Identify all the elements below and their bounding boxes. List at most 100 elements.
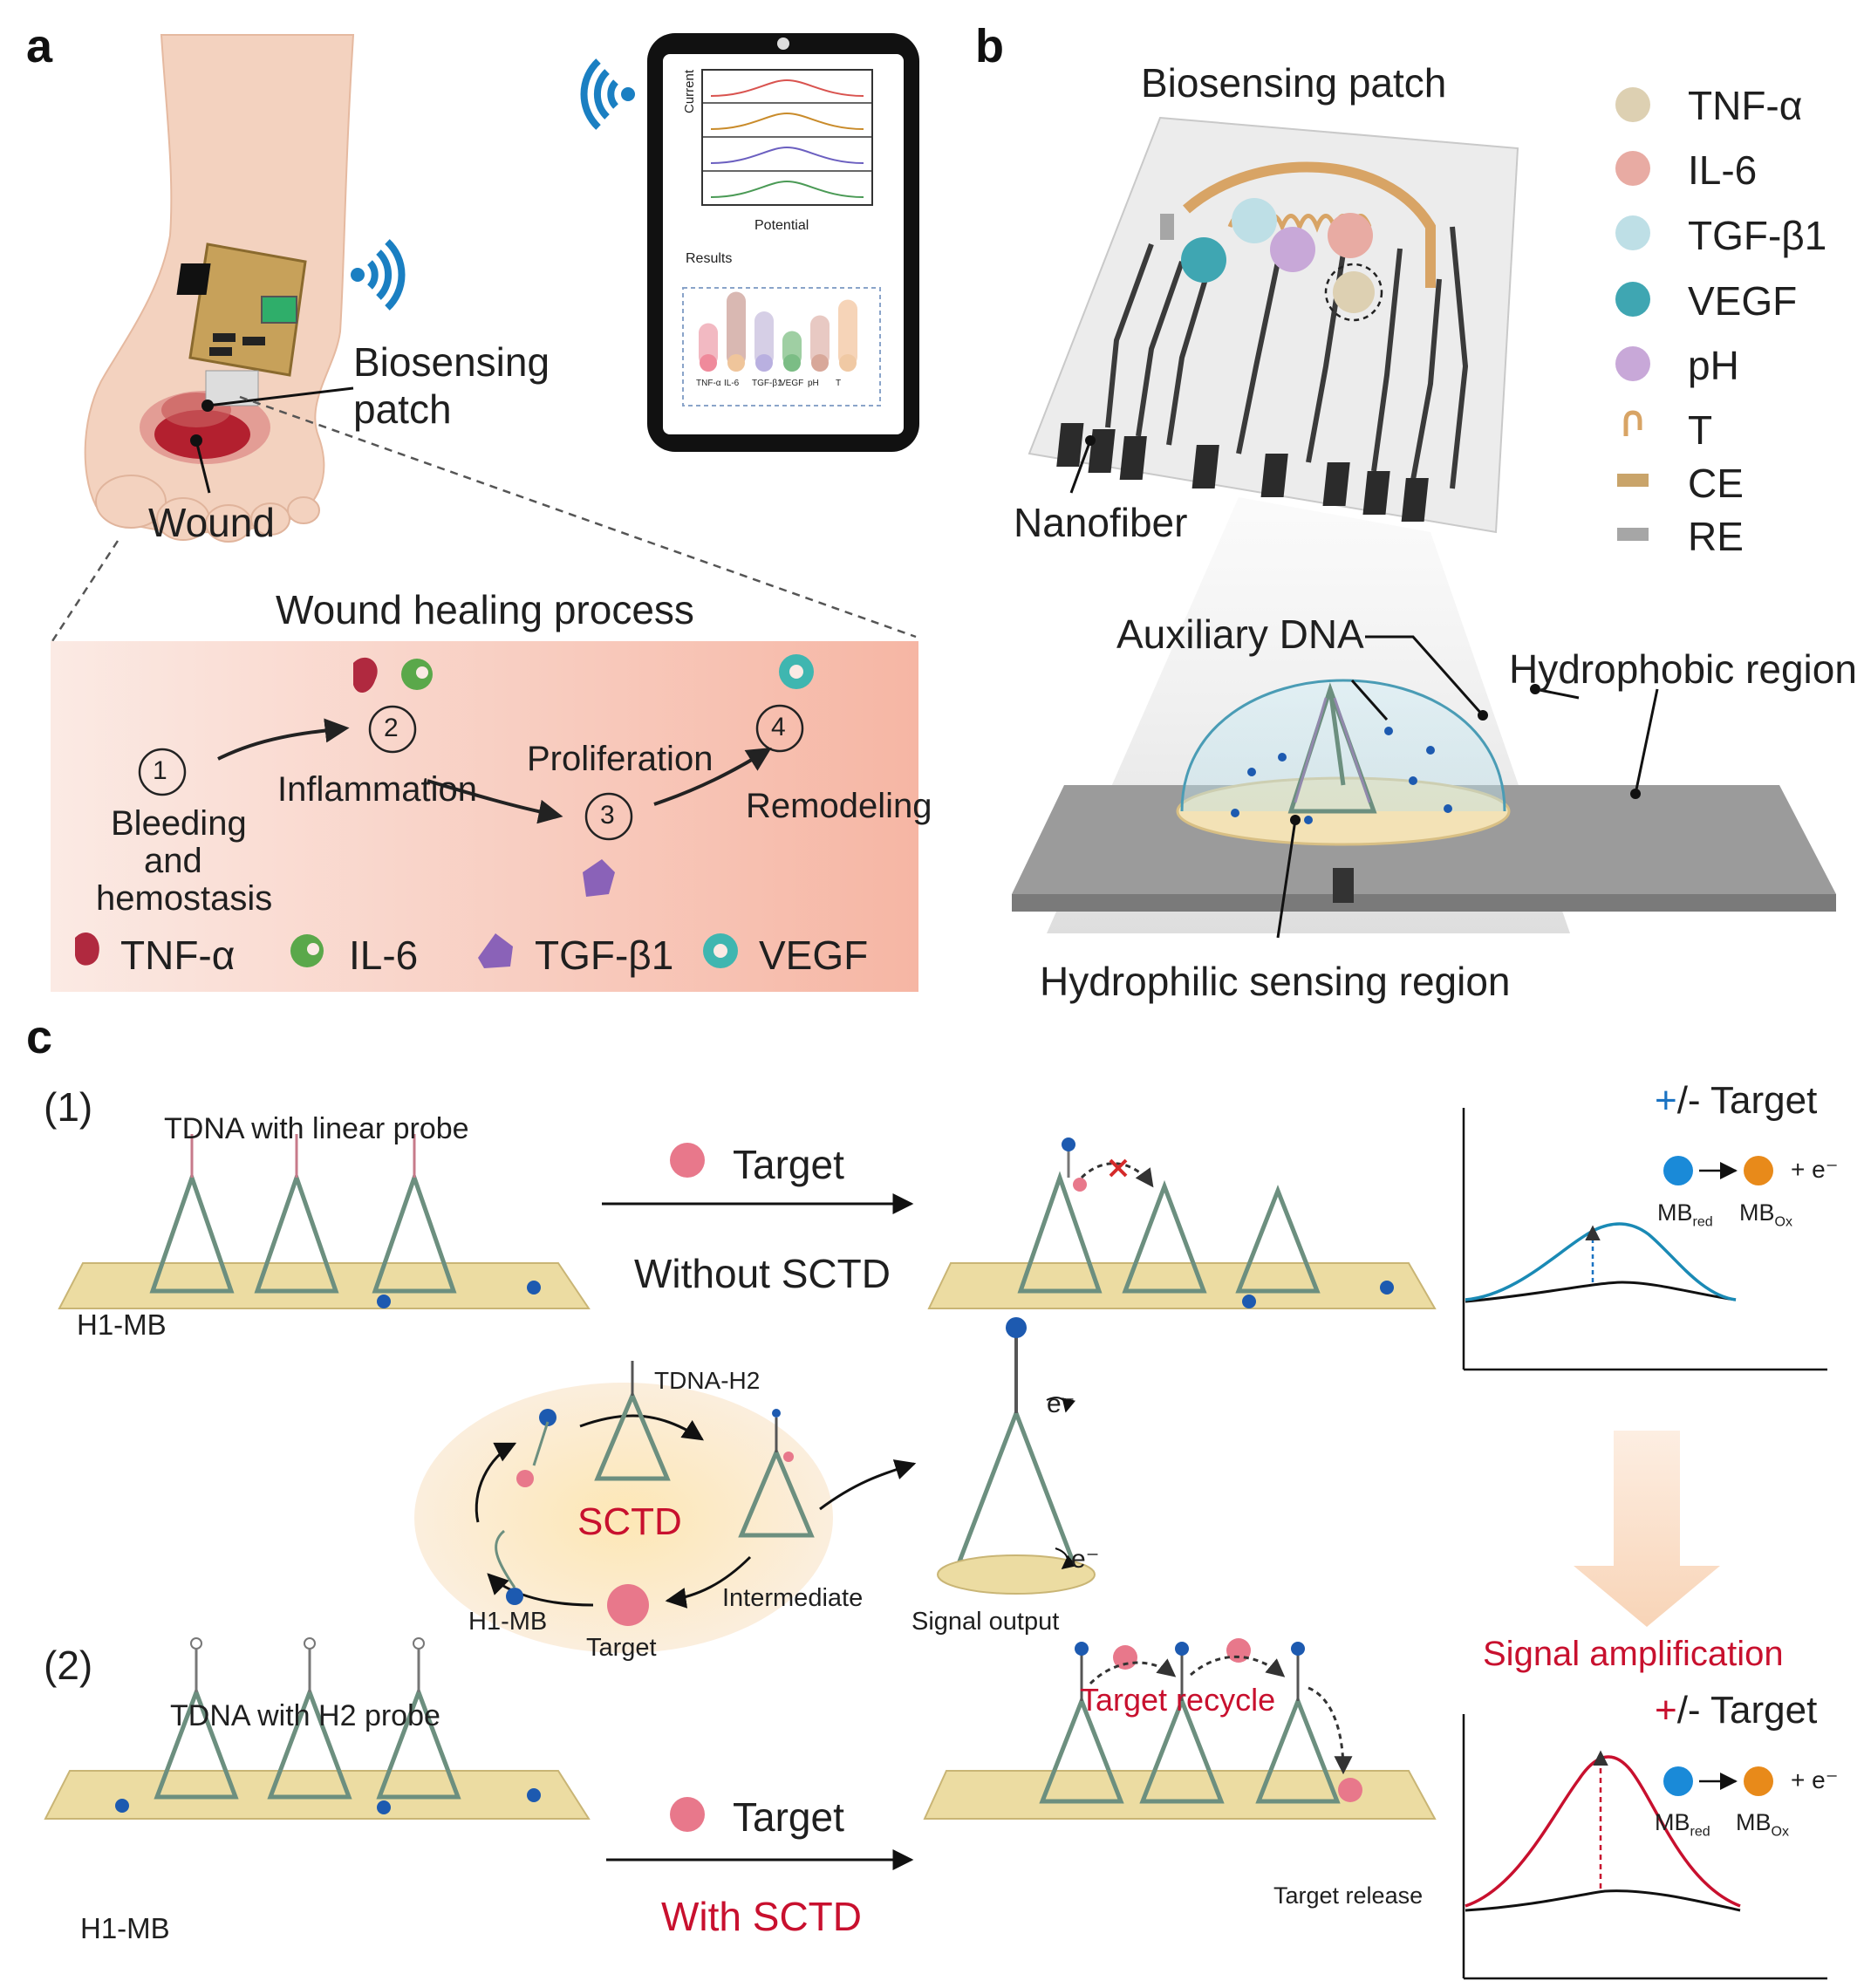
legend-label-b-vegf: VEGF: [1688, 278, 1798, 324]
substrate-row2-right: [923, 1770, 1437, 1820]
step-3-label: Proliferation: [527, 740, 714, 778]
electrode-tnf-alpha: [1333, 271, 1375, 313]
patch-label-line1: Biosensing: [353, 339, 550, 385]
mbox-ball: [1744, 1156, 1773, 1185]
droplet-dome: [1180, 679, 1506, 812]
tnf-alpha-icon: [75, 932, 99, 966]
legend-label-tnf-alpha: TNF-α: [120, 933, 236, 978]
cycle-target: Target: [586, 1634, 657, 1662]
tablet-result-dot: [811, 354, 829, 372]
hydrophilic-label: Hydrophilic sensing region: [1040, 959, 1511, 1004]
step-3-number: 3: [600, 801, 615, 830]
graph1-mbred-sub: red: [1692, 1214, 1713, 1230]
step-1-label-line1: Bleeding: [111, 804, 247, 843]
electrode-vegf: [1181, 237, 1226, 283]
tablet-bar-label: TGF-β1: [752, 379, 782, 388]
cycle-electron-1: e⁻: [1047, 1390, 1075, 1418]
graph2-title-text: /- Target: [1676, 1689, 1818, 1732]
cycle-tdna-h2: TDNA-H2: [654, 1367, 761, 1394]
step-2-label: Inflammation: [277, 770, 477, 809]
step-1-label-line2: and: [144, 842, 202, 880]
wound-healing-title: Wound healing process: [276, 587, 694, 632]
panel-a-illustration: [51, 33, 919, 992]
graph2-electron: + e⁻: [1791, 1766, 1839, 1793]
tdna-row1-left: [149, 1171, 457, 1294]
cycle-sctd: SCTD: [577, 1500, 682, 1543]
mbred-ball: [1663, 1156, 1693, 1185]
step-1-label-line3: hemostasis: [96, 879, 273, 918]
graph1-title-text: /- Target: [1676, 1079, 1818, 1122]
wound-illustration: [140, 391, 270, 464]
row2-left-title: TDNA with H2 probe: [170, 1699, 440, 1732]
legend-label-b-ce: CE: [1688, 461, 1744, 506]
graph1-mbred-text: MB: [1657, 1199, 1693, 1226]
step-1-number: 1: [153, 756, 167, 785]
tablet-result-bar: [838, 299, 857, 366]
graph2-title: +/- Target: [1655, 1689, 1817, 1732]
graph1-mbox-text: MB: [1739, 1199, 1775, 1226]
tablet-curve: [710, 112, 864, 130]
panel-b-legend-icons: [1615, 87, 1650, 541]
substrate-row1-right: [927, 1262, 1437, 1309]
electrode-ph: [1270, 227, 1315, 272]
legend-swatch-tnf-alpha: [1615, 87, 1650, 122]
tablet-result-dot: [839, 354, 857, 372]
signal-amplification: Signal amplification: [1483, 1635, 1784, 1673]
tablet-bar-label: IL-6: [724, 379, 740, 388]
graph1-mbox: MBOx: [1739, 1199, 1792, 1230]
cycle-h1mb: H1-MB: [468, 1608, 548, 1636]
il6-icon: [290, 934, 324, 967]
panel-label-b: b: [975, 20, 1004, 72]
legend-label-vegf: VEGF: [759, 933, 869, 978]
row1-arrow-target: Target: [733, 1142, 844, 1187]
graph1-title: +/- Target: [1655, 1079, 1817, 1123]
amplification-arrow: [1574, 1431, 1720, 1627]
step-2-number: 2: [384, 714, 399, 742]
hydrophobic-label: Hydrophobic region: [1509, 646, 1857, 692]
target-protein-icon: [670, 1143, 705, 1178]
tablet-curve: [710, 79, 864, 97]
tablet-result-bar: [699, 323, 718, 366]
tablet-result-dot: [727, 354, 745, 372]
cycle-electron-2: e⁻: [1071, 1545, 1100, 1574]
legend-label-b-tnf-alpha: TNF-α: [1688, 83, 1803, 128]
legend-label-b-tgf-beta1: TGF-β1: [1688, 213, 1827, 258]
row1-h1-label: H1-MB: [77, 1308, 167, 1341]
patch-label-line2: patch: [353, 386, 452, 432]
graph1-axes: [1462, 1108, 1827, 1371]
nanofiber-sheet: [1028, 116, 1519, 534]
legend-swatch-il6: [1615, 151, 1650, 186]
tablet-axis-potential: Potential: [754, 218, 809, 233]
step-2-circle: [368, 705, 417, 754]
tablet-result-bar: [810, 315, 830, 366]
step-4-number: 4: [771, 713, 786, 741]
graph1-signal-curve: [1465, 1222, 1737, 1301]
step-4-label: Remodeling: [746, 787, 932, 825]
tablet-result-bar: [727, 291, 746, 366]
tdna-row2-left: [154, 1685, 461, 1800]
row1-number: (1): [44, 1084, 93, 1130]
step-1-circle: [138, 748, 187, 796]
graph2-mbred-sub: red: [1690, 1824, 1710, 1840]
tablet-result-dot: [783, 354, 801, 372]
row2-h1-label: H1-MB: [80, 1912, 170, 1944]
legend-label-b-re: RE: [1688, 514, 1744, 559]
tablet-bar-label: TNF-α: [696, 379, 721, 388]
legend-label-b-t: T: [1688, 407, 1713, 453]
tgf-beta1-icon: [478, 933, 513, 968]
graph2-mbox: MBOx: [1736, 1809, 1789, 1840]
nanofiber-label: Nanofiber: [1014, 500, 1188, 545]
graph2-baseline-curve: [1465, 1889, 1741, 1912]
graph1-plus: +: [1655, 1079, 1677, 1122]
tablet-curve: [710, 146, 864, 164]
tablet-device: [647, 33, 919, 452]
wifi-icon: [580, 58, 635, 130]
row2-arrow-target: Target: [733, 1794, 844, 1840]
panel-label-c: c: [26, 1011, 53, 1063]
graph1-mbred: MBred: [1657, 1199, 1713, 1230]
electrode-tgf-beta1: [1232, 198, 1277, 243]
row2-number: (2): [44, 1643, 93, 1688]
legend-label-il6: IL-6: [349, 933, 419, 978]
cycle-intermediate: Intermediate: [722, 1584, 864, 1612]
row1-arrow-without-sctd: Without SCTD: [634, 1251, 891, 1296]
